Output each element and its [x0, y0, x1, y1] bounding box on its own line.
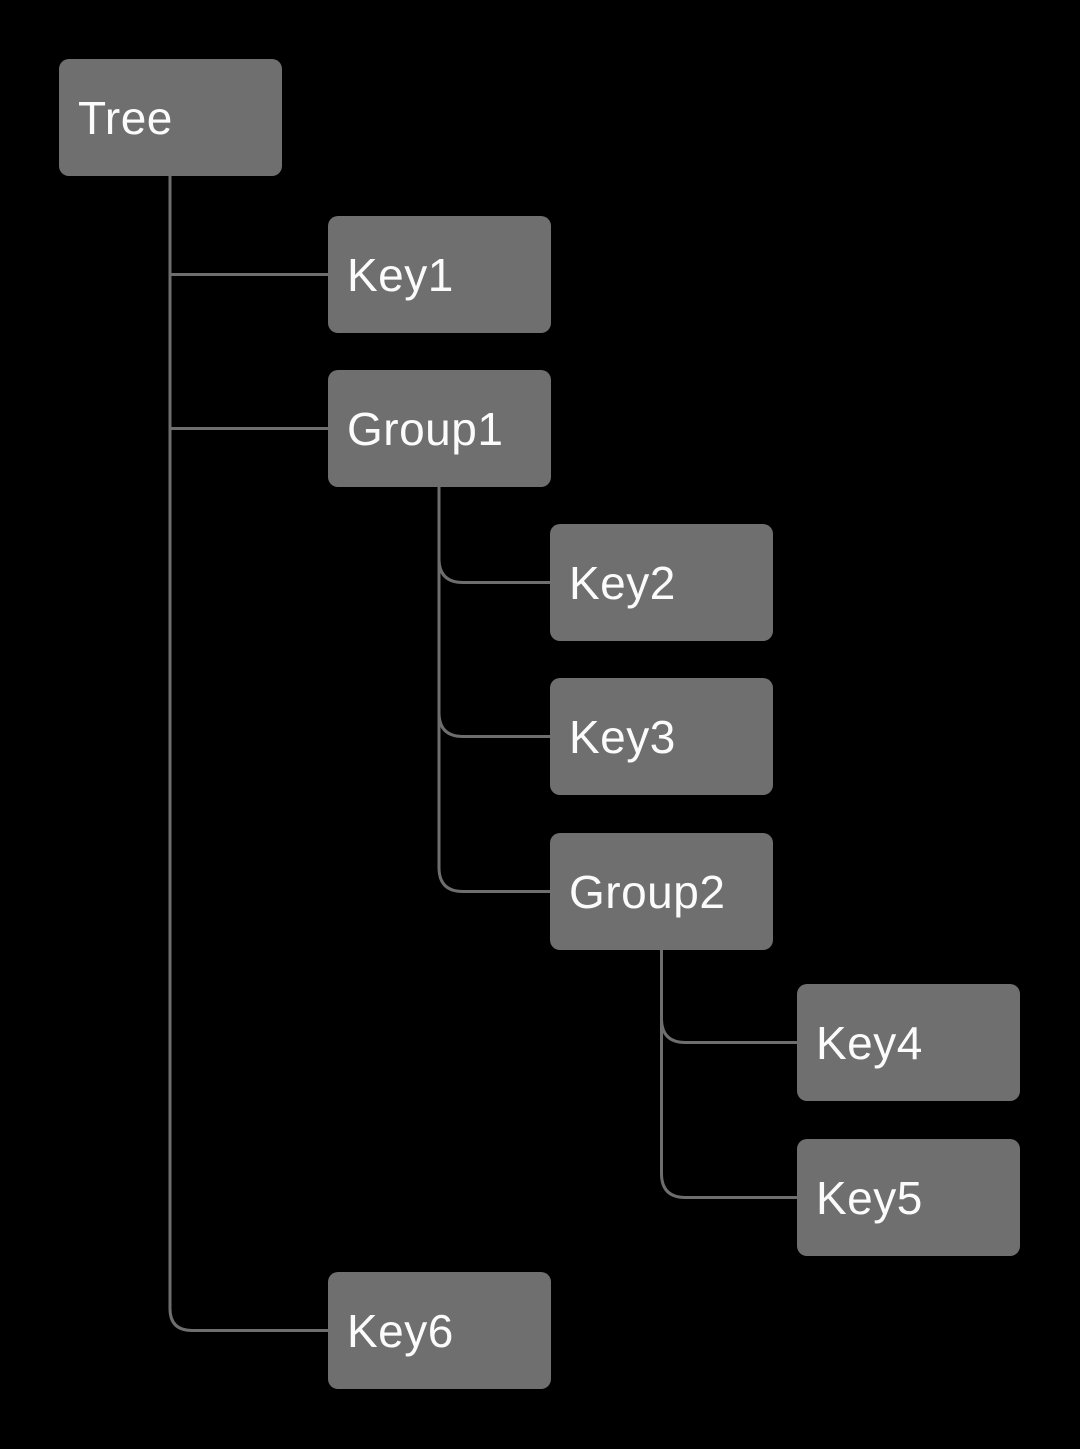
node-label: Key2: [569, 556, 676, 609]
tree-node-key4: Key4: [797, 984, 1020, 1101]
node-label: Group1: [347, 402, 504, 455]
node-label: Key3: [569, 710, 676, 763]
node-label: Key6: [347, 1304, 454, 1357]
tree-node-root: Tree: [59, 59, 282, 176]
node-label: Key5: [816, 1171, 923, 1224]
connector-group2-key4: [660, 950, 797, 1044]
connector-tree-key6: [168, 176, 328, 1332]
tree-node-key6: Key6: [328, 1272, 551, 1389]
node-label: Key4: [816, 1016, 923, 1069]
tree-node-key3: Key3: [550, 678, 773, 795]
tree-node-key5: Key5: [797, 1139, 1020, 1256]
connector-group1-key3: [437, 487, 550, 738]
tree-node-group2: Group2: [550, 833, 773, 950]
tree-node-group1: Group1: [328, 370, 551, 487]
node-label: Tree: [78, 91, 173, 144]
connector-tree-group1: [168, 176, 328, 430]
connector-group1-key2: [437, 487, 550, 584]
node-label: Key1: [347, 248, 454, 301]
connector-group2-key5: [660, 950, 797, 1199]
connector-tree-key1: [168, 176, 328, 276]
tree-node-key2: Key2: [550, 524, 773, 641]
tree-node-key1: Key1: [328, 216, 551, 333]
connector-group1-group2: [437, 487, 550, 893]
node-label: Group2: [569, 865, 726, 918]
